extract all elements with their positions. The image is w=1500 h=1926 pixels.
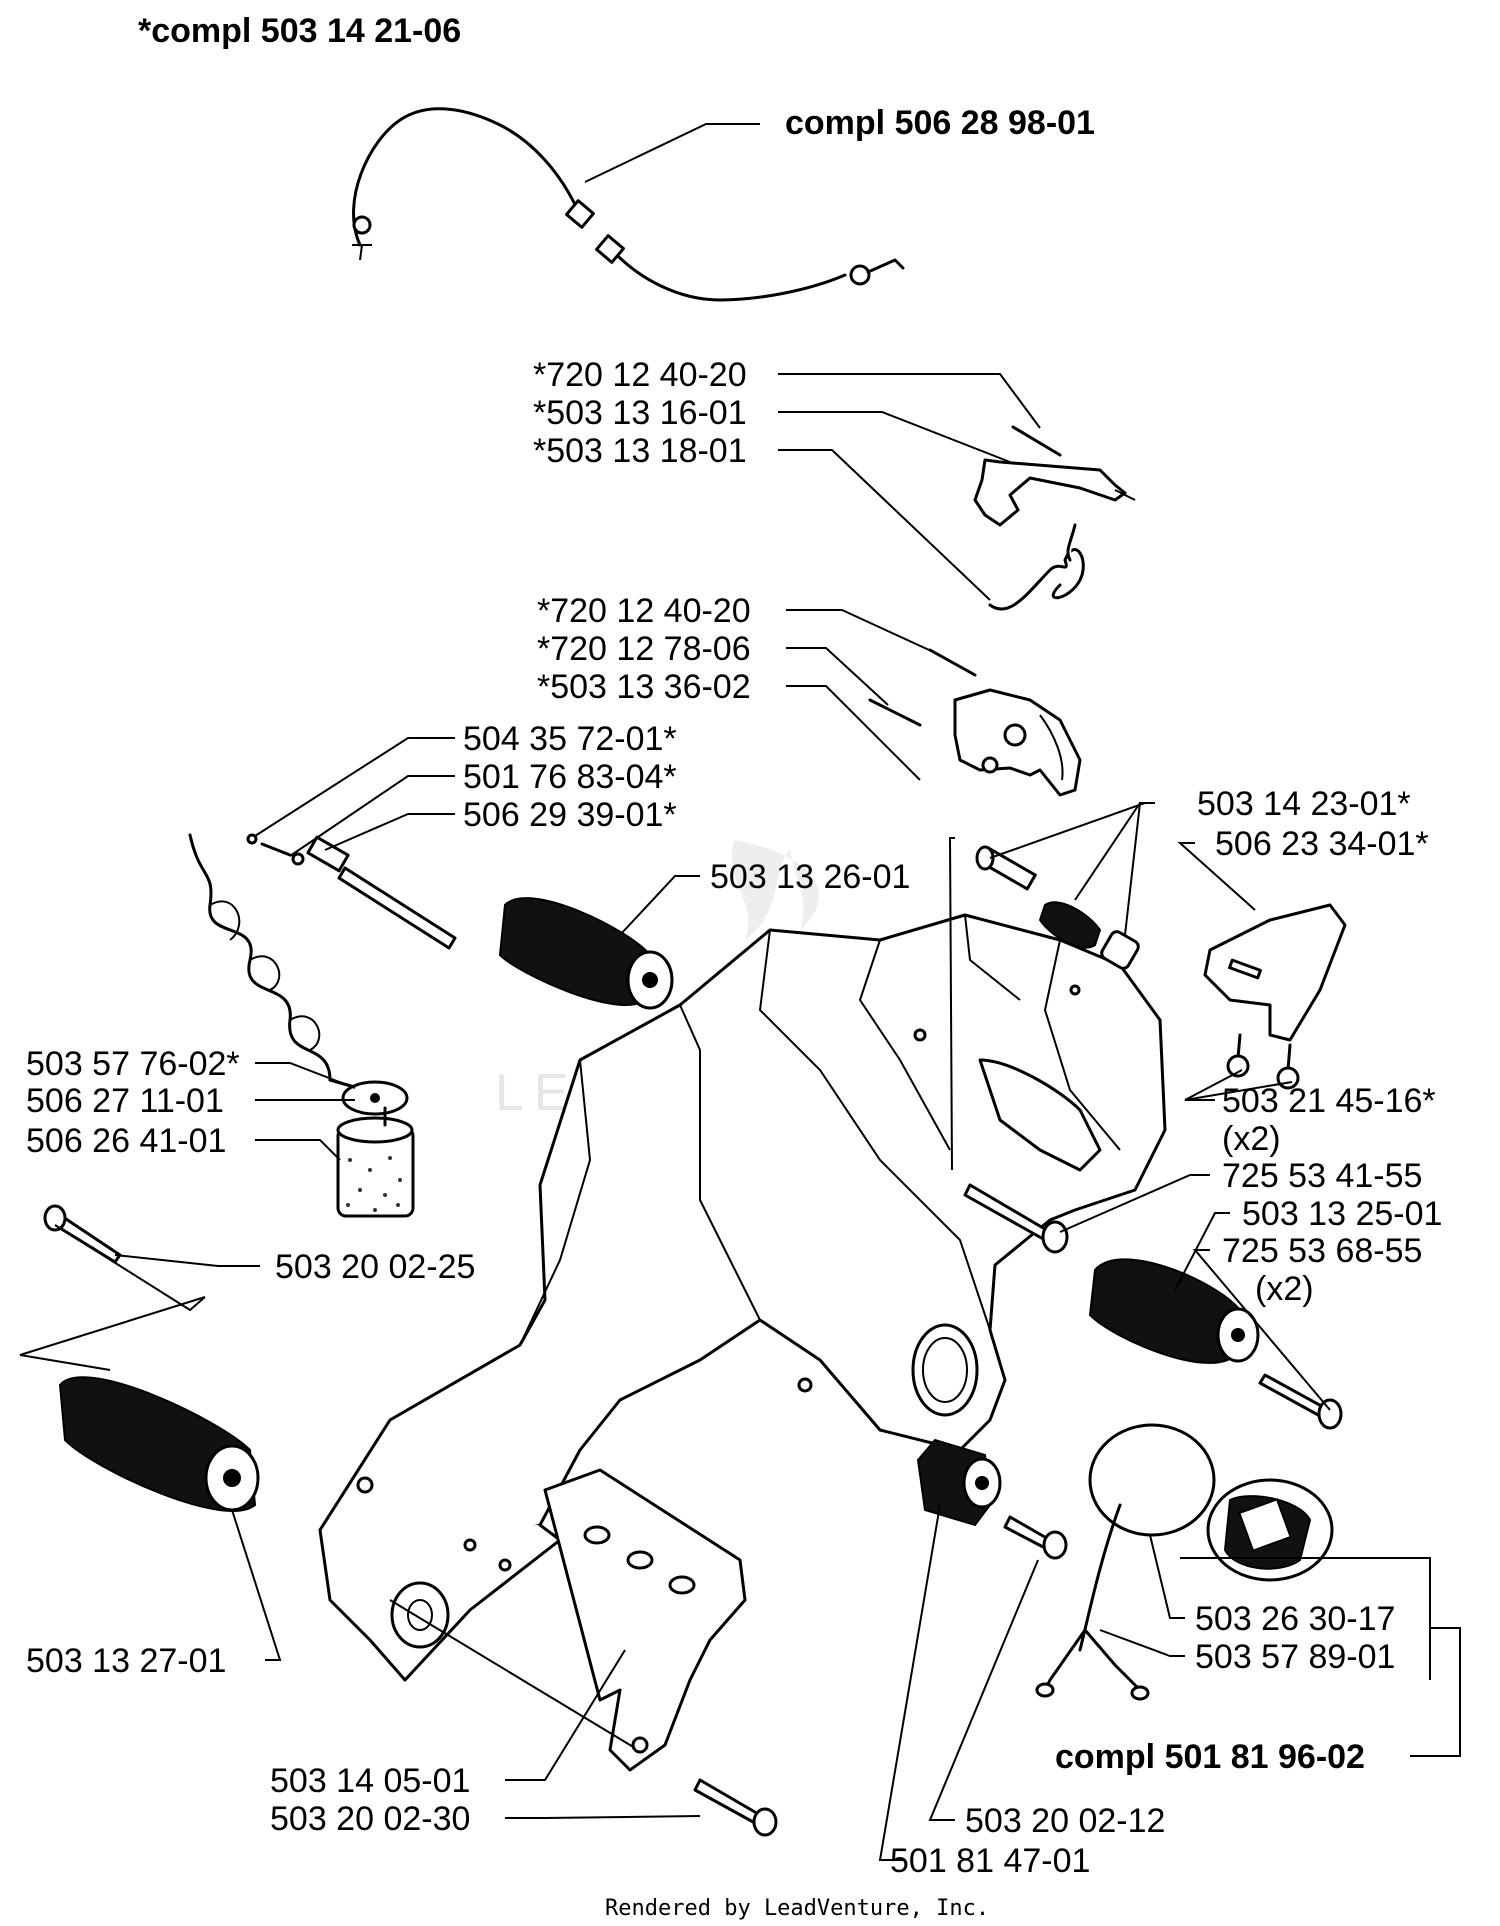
bolt-725-53-68-55	[1258, 1373, 1343, 1430]
throttle-lever-part	[973, 425, 1136, 611]
label-503-14-23-01: 503 14 23-01*	[1197, 785, 1411, 823]
bushing-501-81-47-01	[916, 1438, 1002, 1527]
label-503-13-25-01: 503 13 25-01	[1242, 1195, 1442, 1233]
page-title: *compl 503 14 21-06	[138, 12, 461, 50]
fuel-hose-part	[188, 833, 367, 1092]
label-501-81-47-01: 501 81 47-01	[890, 1842, 1090, 1880]
label-503-57-76-02: 503 57 76-02*	[26, 1045, 240, 1083]
bolt-725-53-41-55	[963, 1183, 1069, 1254]
brake-spring-group-part	[975, 845, 1140, 970]
label-720-12-40-20-b: *720 12 40-20	[537, 592, 751, 630]
fuel-filter-part	[336, 1080, 415, 1218]
label-503-20-02-25: 503 20 02-25	[275, 1248, 475, 1286]
brake-rod-part	[246, 833, 457, 950]
label-506-29-39-01: 506 29 39-01*	[463, 796, 677, 834]
label-503-26-30-17: 503 26 30-17	[1195, 1600, 1395, 1638]
chain-catcher-plate-part	[1203, 903, 1347, 1090]
label-725-53-68-55-qty: (x2)	[1255, 1270, 1314, 1308]
av-element-503-13-25-01	[1088, 1258, 1260, 1364]
label-503-13-18-01: *503 13 18-01	[533, 432, 747, 470]
label-503-14-05-01: 503 14 05-01	[270, 1762, 470, 1800]
label-725-53-68-55: 725 53 68-55	[1222, 1232, 1422, 1270]
crankcase-housing-part	[318, 913, 1167, 1682]
label-504-35-72-01: 504 35 72-01*	[463, 720, 677, 758]
label-720-12-40-20-a: *720 12 40-20	[533, 356, 747, 394]
label-503-13-36-02: *503 13 36-02	[537, 668, 751, 706]
av-bracket-part	[543, 1468, 747, 1772]
footer-credit: Rendered by LeadVenture, Inc.	[605, 1896, 989, 1921]
label-501-76-83-04: 501 76 83-04*	[463, 758, 677, 796]
label-506-23-34-01: 506 23 34-01*	[1215, 825, 1429, 863]
label-720-12-78-06: *720 12 78-06	[537, 630, 751, 668]
bolt-503-20-02-30	[693, 1778, 778, 1837]
label-503-13-27-01: 503 13 27-01	[26, 1642, 226, 1680]
bolt-503-20-02-12	[1003, 1515, 1068, 1560]
label-503-21-45-16: 503 21 45-16*	[1222, 1082, 1436, 1120]
label-506-27-11-01: 506 27 11-01	[26, 1082, 224, 1120]
throttle-lockout-part	[868, 648, 1082, 797]
label-503-21-45-16-qty: (x2)	[1222, 1120, 1281, 1158]
label-compl-506-28-98-01: compl 506 28 98-01	[785, 104, 1095, 142]
label-503-57-89-01: 503 57 89-01	[1195, 1638, 1395, 1676]
part-labels: *compl 503 14 21-06 compl 506 28 98-01 *…	[26, 12, 1442, 1880]
handle-boss-part	[390, 1581, 450, 1649]
label-503-13-16-01: *503 13 16-01	[533, 394, 747, 432]
throttle-cable-part	[352, 107, 905, 302]
label-503-20-02-30: 503 20 02-30	[270, 1800, 470, 1838]
leader-lines	[19, 123, 1461, 1861]
label-compl-501-81-96-02: compl 501 81 96-02	[1055, 1738, 1365, 1776]
av-element-503-13-26-01	[498, 897, 674, 1010]
oil-cap-part	[1035, 1423, 1334, 1701]
av-element-503-13-27-01	[58, 1376, 260, 1512]
label-506-26-41-01: 506 26 41-01	[26, 1122, 226, 1160]
label-725-53-41-55: 725 53 41-55	[1222, 1157, 1422, 1195]
label-503-13-26-01: 503 13 26-01	[710, 858, 910, 896]
label-503-20-02-12: 503 20 02-12	[965, 1802, 1165, 1840]
bolt-503-20-02-25	[43, 1204, 122, 1264]
